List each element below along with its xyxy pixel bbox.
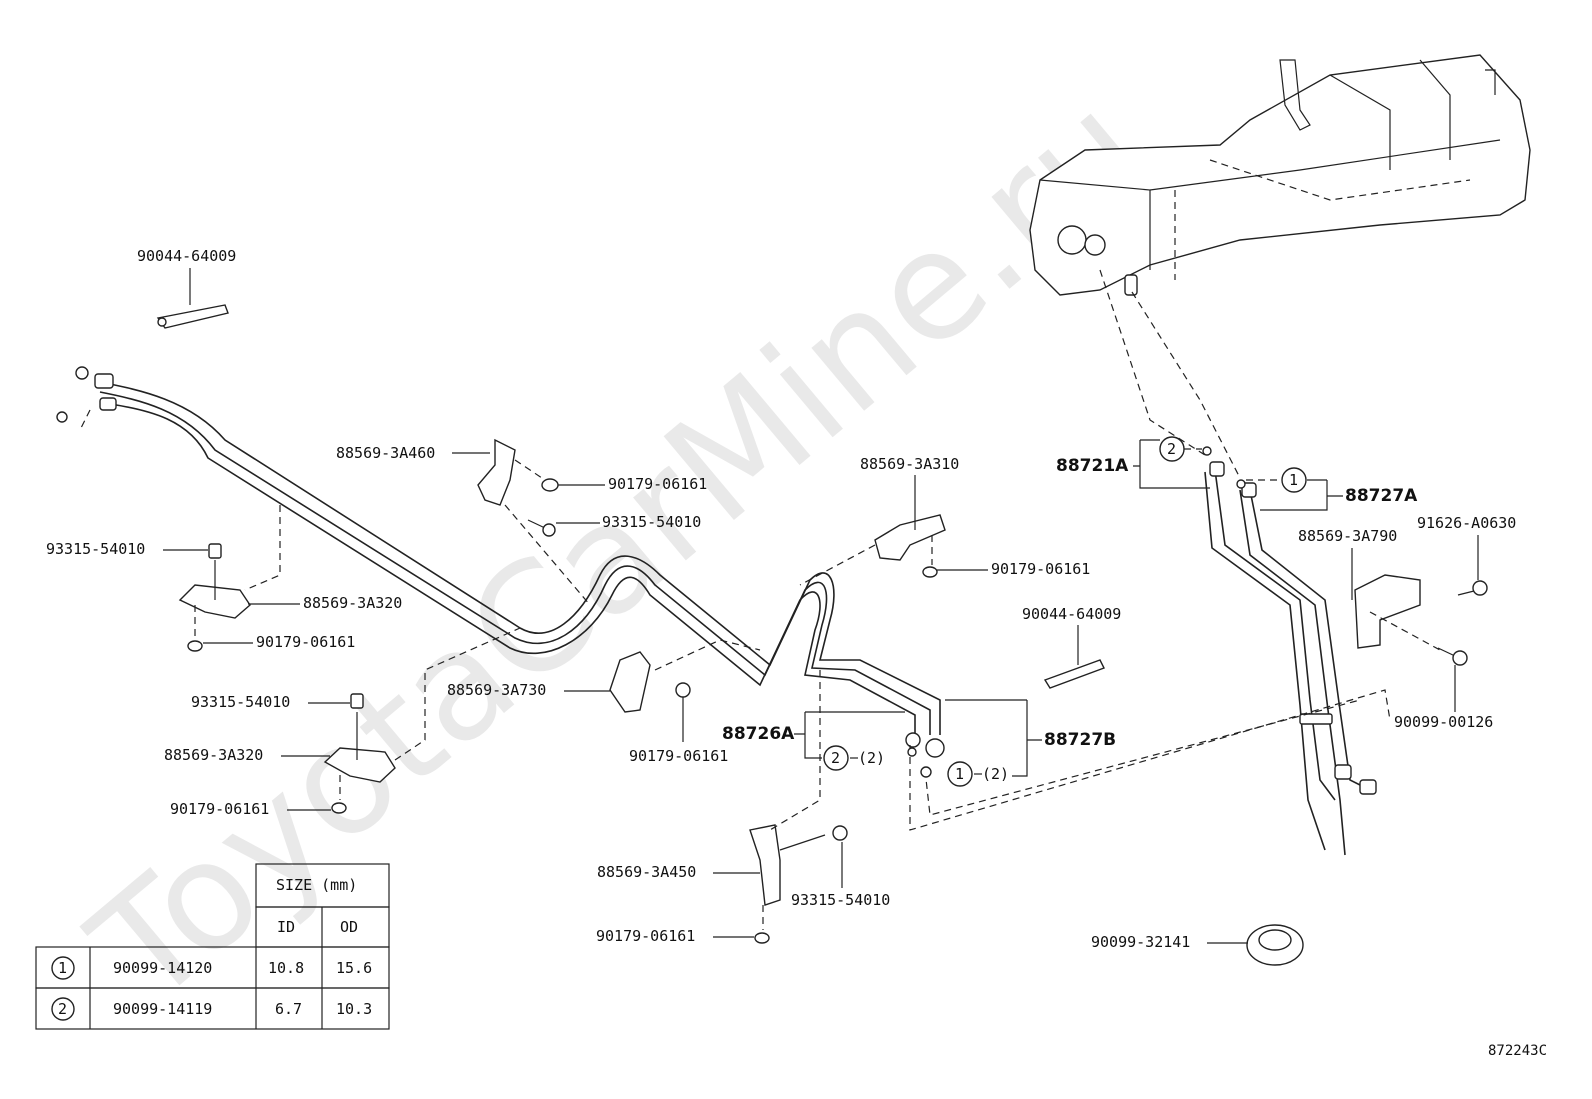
circle-ref-1-b: 1 — [955, 765, 964, 783]
main-pipe-assembly — [56, 366, 945, 758]
bolt-93315-54010-a — [527, 519, 556, 537]
rear-pipes — [909, 269, 1391, 856]
strap-90044-64009-a — [156, 304, 229, 329]
label-88721a: 88721A — [1056, 456, 1129, 476]
grommet-90099-32141 — [1246, 924, 1304, 966]
label-90044-64009-a: 90044-64009 — [137, 247, 236, 265]
seal-rings — [907, 446, 1246, 778]
diagram-code: 872243C — [1488, 1043, 1547, 1059]
circle-ref-2-a: 2 — [1167, 440, 1176, 458]
label-88569-3a730: 88569-3A730 — [447, 681, 546, 699]
label-91626-a0630: 91626-A0630 — [1417, 514, 1516, 532]
label-93315-54010-c: 93315-54010 — [191, 693, 290, 711]
label-88727b: 88727B — [1044, 730, 1116, 750]
size-table-header: SIZE (mm) — [276, 876, 357, 894]
label-88569-3a460: 88569-3A460 — [336, 444, 435, 462]
label-90179-06161-b: 90179-06161 — [256, 633, 355, 651]
label-90099-32141: 90099-32141 — [1091, 933, 1190, 951]
label-90179-06161-a: 90179-06161 — [608, 475, 707, 493]
qty-2-a: (2) — [858, 749, 885, 767]
size-row-2-ref: 2 — [58, 1000, 67, 1018]
size-table-col-id: ID — [277, 918, 295, 936]
circle-ref-1-a: 1 — [1289, 471, 1298, 489]
label-93315-54010-b: 93315-54010 — [46, 540, 145, 558]
qty-2-b: (2) — [982, 765, 1009, 783]
label-90179-06161-f: 90179-06161 — [596, 927, 695, 945]
label-88569-3a320-a: 88569-3A320 — [303, 594, 402, 612]
label-90179-06161-c: 90179-06161 — [170, 800, 269, 818]
label-88569-3a310: 88569-3A310 — [860, 455, 959, 473]
size-row-1-id: 10.8 — [268, 959, 304, 977]
strap-90044-64009-b — [1043, 659, 1105, 689]
circle-ref-2-b: 2 — [831, 749, 840, 767]
clip-90179-06161-a — [514, 459, 559, 492]
label-88726a: 88726A — [722, 724, 795, 744]
label-88569-3a320-b: 88569-3A320 — [164, 746, 263, 764]
size-row-1-od: 15.6 — [336, 959, 372, 977]
size-table-col-od: OD — [340, 918, 358, 936]
rear-cooling-unit — [1029, 54, 1531, 296]
size-row-1-ref: 1 — [58, 959, 67, 977]
size-row-2-part: 90099-14119 — [113, 1000, 212, 1018]
bracket-88569-3a450 — [749, 670, 848, 944]
size-row-1-part: 90099-14120 — [113, 959, 212, 977]
label-93315-54010-a: 93315-54010 — [602, 513, 701, 531]
label-90099-00126: 90099-00126 — [1394, 713, 1493, 731]
label-88569-3a790: 88569-3A790 — [1298, 527, 1397, 545]
label-90044-64009-b: 90044-64009 — [1022, 605, 1121, 623]
size-row-2-id: 6.7 — [275, 1000, 302, 1018]
label-93315-54010-d: 93315-54010 — [791, 891, 890, 909]
label-88569-3a450: 88569-3A450 — [597, 863, 696, 881]
size-row-2-od: 10.3 — [336, 1000, 372, 1018]
label-88727a: 88727A — [1345, 486, 1418, 506]
clamp-88569-3a320-a — [178, 505, 281, 652]
label-90179-06161-e: 90179-06161 — [991, 560, 1090, 578]
clamp-88569-3a310 — [799, 514, 946, 586]
clamp-88569-3a460 — [477, 438, 591, 606]
size-table: SIZE (mm) ID OD 1 90099-14120 10.8 15.6 … — [35, 863, 390, 1030]
bracket-88569-3a790 — [1354, 574, 1488, 666]
watermark: ToyotaCarMine.ru — [61, 62, 1177, 1038]
label-90179-06161-d: 90179-06161 — [629, 747, 728, 765]
callouts: 90044-64009 88569-3A460 90179-06161 9331… — [46, 247, 1516, 951]
clamp-88569-3a320-b — [323, 627, 521, 814]
